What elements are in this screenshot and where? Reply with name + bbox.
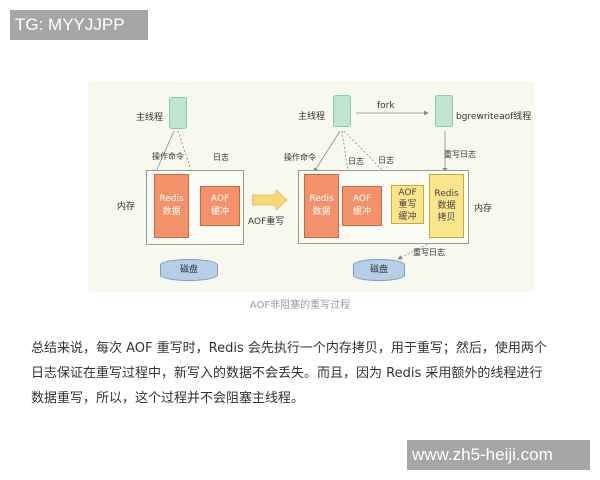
fork-label: fork — [377, 101, 395, 111]
aof-rewrite-label: AOF重写 — [248, 217, 285, 227]
paragraph-line: 日志保证在重写过程中，新写入的数据不会丢失。而且，因为 Redis 采用额外的线… — [31, 366, 543, 381]
main-thread-label-right: 主线程 — [298, 112, 326, 122]
paragraph-line: 数据重写，所以，这个过程并不会阻塞主线程。 — [31, 391, 305, 406]
memory-label-left: 内存 — [117, 202, 136, 212]
main-thread-label: 主线程 — [136, 113, 164, 123]
watermark-bottom: www.zh5-heiji.com — [407, 440, 590, 470]
watermark-top: TG: MYYJJPP — [10, 10, 148, 40]
log-label-right-2: 日志 — [378, 156, 394, 165]
rewrite-log-label-bottom: 重写日志 — [413, 248, 445, 257]
bgrewriteaof-thread-icon — [435, 95, 453, 127]
op-cmd-label-right: 操作命令 — [284, 153, 316, 162]
main-thread-icon-right — [333, 95, 351, 127]
rewrite-log-label-top: 重写日志 — [444, 150, 476, 159]
log-label: 日志 — [213, 153, 229, 162]
paragraph-line: 总结来说，每次 AOF 重写时，Redis 会先执行一个内存拷贝，用于重写；然后… — [31, 341, 547, 356]
op-cmd-label: 操作命令 — [152, 152, 184, 161]
summary-paragraph: 总结来说，每次 AOF 重写时，Redis 会先执行一个内存拷贝，用于重写；然后… — [31, 336, 591, 411]
memory-label-right: 内存 — [474, 204, 493, 214]
bgrewriteaof-thread-label: bgrewriteaof线程 — [456, 112, 532, 122]
transition-arrow-icon — [252, 190, 288, 210]
disk-icon-right: 磁盘 — [353, 259, 405, 281]
disk-icon-left: 磁盘 — [160, 259, 218, 281]
log-label-right-1: 日志 — [348, 157, 364, 166]
main-thread-icon — [169, 97, 187, 129]
figure-caption: AOF非阻塞的重写过程 — [249, 300, 351, 311]
